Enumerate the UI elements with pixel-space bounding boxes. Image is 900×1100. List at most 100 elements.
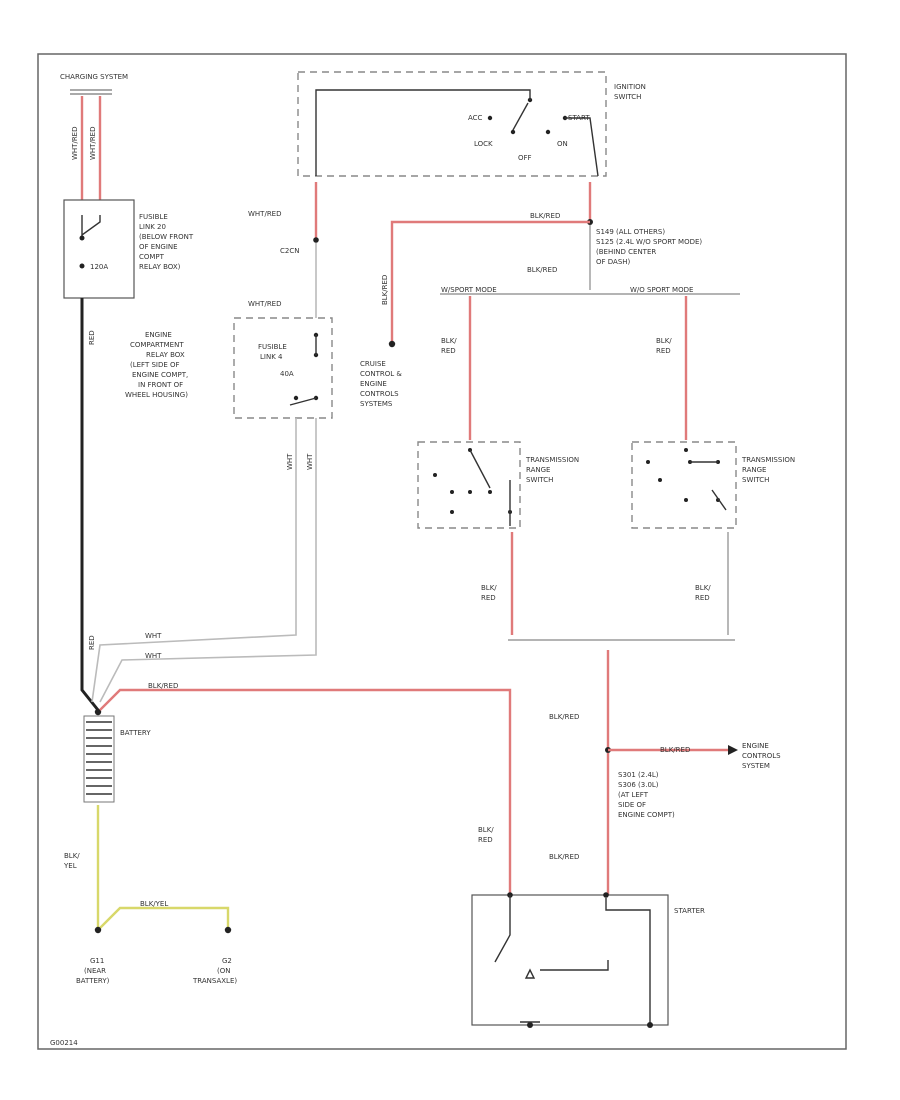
engine-relay-box-line-3: RELAY BOX [146,351,185,359]
starter-internals [494,892,653,1028]
engine-relay-box-line-7: WHEEL HOUSING) [125,391,188,399]
fusible-link-4-line-3: 40A [280,370,294,378]
wire-label-wht-a: WHT [286,453,294,470]
trans-right-line-2: RANGE [742,466,766,474]
ignition-start-label: START [568,114,590,122]
cruise-control-node [388,340,396,348]
ignition-acc-label: ACC [468,114,483,122]
diagram-id: G00214 [50,1039,78,1047]
wire-blk-red-to-cruise [390,220,590,342]
ground-g11-line-1: G11 [90,957,104,965]
battery-label: BATTERY [120,729,151,737]
engine-relay-box-line-1: ENGINE [145,331,172,339]
engine-controls-line-1: ENGINE [742,742,769,750]
fusible-link-20-line-1: FUSIBLE [139,213,168,221]
wire-label-blk-red-splice-low: BLK/RED [527,266,557,274]
fusible-link-4-line-2: LINK 4 [260,353,283,361]
engine-relay-box-line-4: (LEFT SIDE OF [130,361,180,369]
wire-label-blk-yel-b: BLK/YEL [140,900,168,908]
ground-g2-line-1: G2 [222,957,232,965]
wire-label-blk-red-left: BLK/RED [441,337,457,355]
cruise-control-line-1: CRUISE [360,360,386,368]
fusible-link-4-line-1: FUSIBLE [258,343,287,351]
battery-positive-node [94,708,102,716]
engine-relay-box-line-6: IN FRONT OF [138,381,183,389]
trans-right-line-1: TRANSMISSION [741,456,795,464]
wire-label-red-b: RED [88,635,96,650]
ground-g2-line-3: TRANSAXLE) [192,977,237,985]
wire-label-blk-red-starter-right: BLK/RED [549,853,579,861]
trans-left-line-2: RANGE [526,466,550,474]
splice-s301-line-2: S306 (3.0L) [618,781,659,789]
splice-s301-line-3: (AT LEFT [618,791,649,799]
engine-controls-line-3: SYSTEM [742,762,770,770]
wire-label-blk-red-engine: BLK/RED [660,746,690,754]
wire-wht-relay-1 [91,418,297,703]
cruise-control-line-5: SYSTEMS [360,400,393,408]
ignition-on-label: ON [557,140,568,148]
wire-label-blk-red-starter-left: BLK/RED [478,826,494,844]
fusible-link-20-element: 120A [79,215,108,271]
wire-label-wht-red-a: WHT/RED [71,127,79,161]
cruise-control-line-2: CONTROL & [360,370,402,378]
wire-wht-relay-2 [99,418,317,703]
splice-s149-line-4: OF DASH) [596,258,631,266]
trans-right-line-3: SWITCH [742,476,769,484]
wire-label-blk-red-s301-up: BLK/RED [549,713,579,721]
engine-relay-box-line-5: ENGINE COMPT, [132,371,188,379]
splice-s301-line-4: SIDE OF [618,801,646,809]
wire-label-wht-red-c: WHT/RED [248,210,282,218]
starter-box [471,894,669,1026]
engine-relay-box-line-2: COMPARTMENT [130,341,184,349]
wire-label-wht-red-b: WHT/RED [89,127,97,161]
fusible-link-20-line-3: (BELOW FRONT [139,233,194,241]
wire-label-blk-red-splice: BLK/RED [530,212,560,220]
fusible-link-20-box [63,199,135,299]
splice-s301-line-5: ENGINE COMPT) [618,811,675,819]
fusible-link-20-line-4: OF ENGINE [139,243,178,251]
wire-label-blk-red-battery: BLK/RED [148,682,178,690]
splice-s301-line-1: S301 (2.4L) [618,771,659,779]
wire-label-wht-d: WHT [145,652,162,660]
ground-g11-line-2: (NEAR [84,967,106,975]
trans-range-switch-left-box [417,441,521,529]
wire-label-wht-c: WHT [145,632,162,640]
splice-s149-line-3: (BEHIND CENTER [596,248,656,256]
fusible-link-20-rating: 120A [90,263,108,271]
wire-label-wht-red-d: WHT/RED [248,300,282,308]
label-wo-sport-mode: W/O SPORT MODE [630,286,693,294]
wire-label-blk-red-right: BLK/RED [656,337,672,355]
trans-left-line-1: TRANSMISSION [525,456,579,464]
wire-red-main-cable [80,298,100,711]
wire-label-c2cn: C2CN [280,247,299,255]
fusible-link-20-line-6: RELAY BOX) [139,263,181,271]
ignition-switch-line-1: IGNITION [614,83,646,91]
wire-label-blk-red-left-low: BLK/RED [481,584,497,602]
ignition-off-label: OFF [518,154,532,162]
wire-label-red-a: RED [88,330,96,345]
engine-controls-line-2: CONTROLS [742,752,781,760]
engine-relay-box [233,317,333,419]
wire-blk-red-battery-to-starter [99,688,512,895]
wire-label-blk-red-right-low: BLK/RED [695,584,711,602]
ground-g2-node [224,926,232,934]
cruise-control-line-3: ENGINE [360,380,387,388]
splice-s149-line-1: S149 (ALL OTHERS) [596,228,665,236]
engine-controls-arrow [728,745,738,755]
starter-label: STARTER [674,907,705,915]
battery-symbol [83,715,115,803]
wire-label-wht-b: WHT [306,453,314,470]
diagram-frame [37,53,847,1050]
wire-blk-yel-g2 [97,906,230,931]
trans-range-switch-right-box [631,441,737,529]
ignition-switch-contacts [315,89,599,177]
fusible-link-20-line-2: LINK 20 [139,223,166,231]
trans-range-switch-right-contacts [646,448,727,511]
cruise-control-line-4: CONTROLS [360,390,399,398]
fusible-link-4-element [289,332,319,406]
label-w-sport-mode: W/SPORT MODE [441,286,497,294]
fusible-link-20-line-5: COMPT [139,253,165,261]
wire-label-blk-red-cruise: BLK/RED [381,275,389,305]
ignition-switch-box [297,71,607,177]
